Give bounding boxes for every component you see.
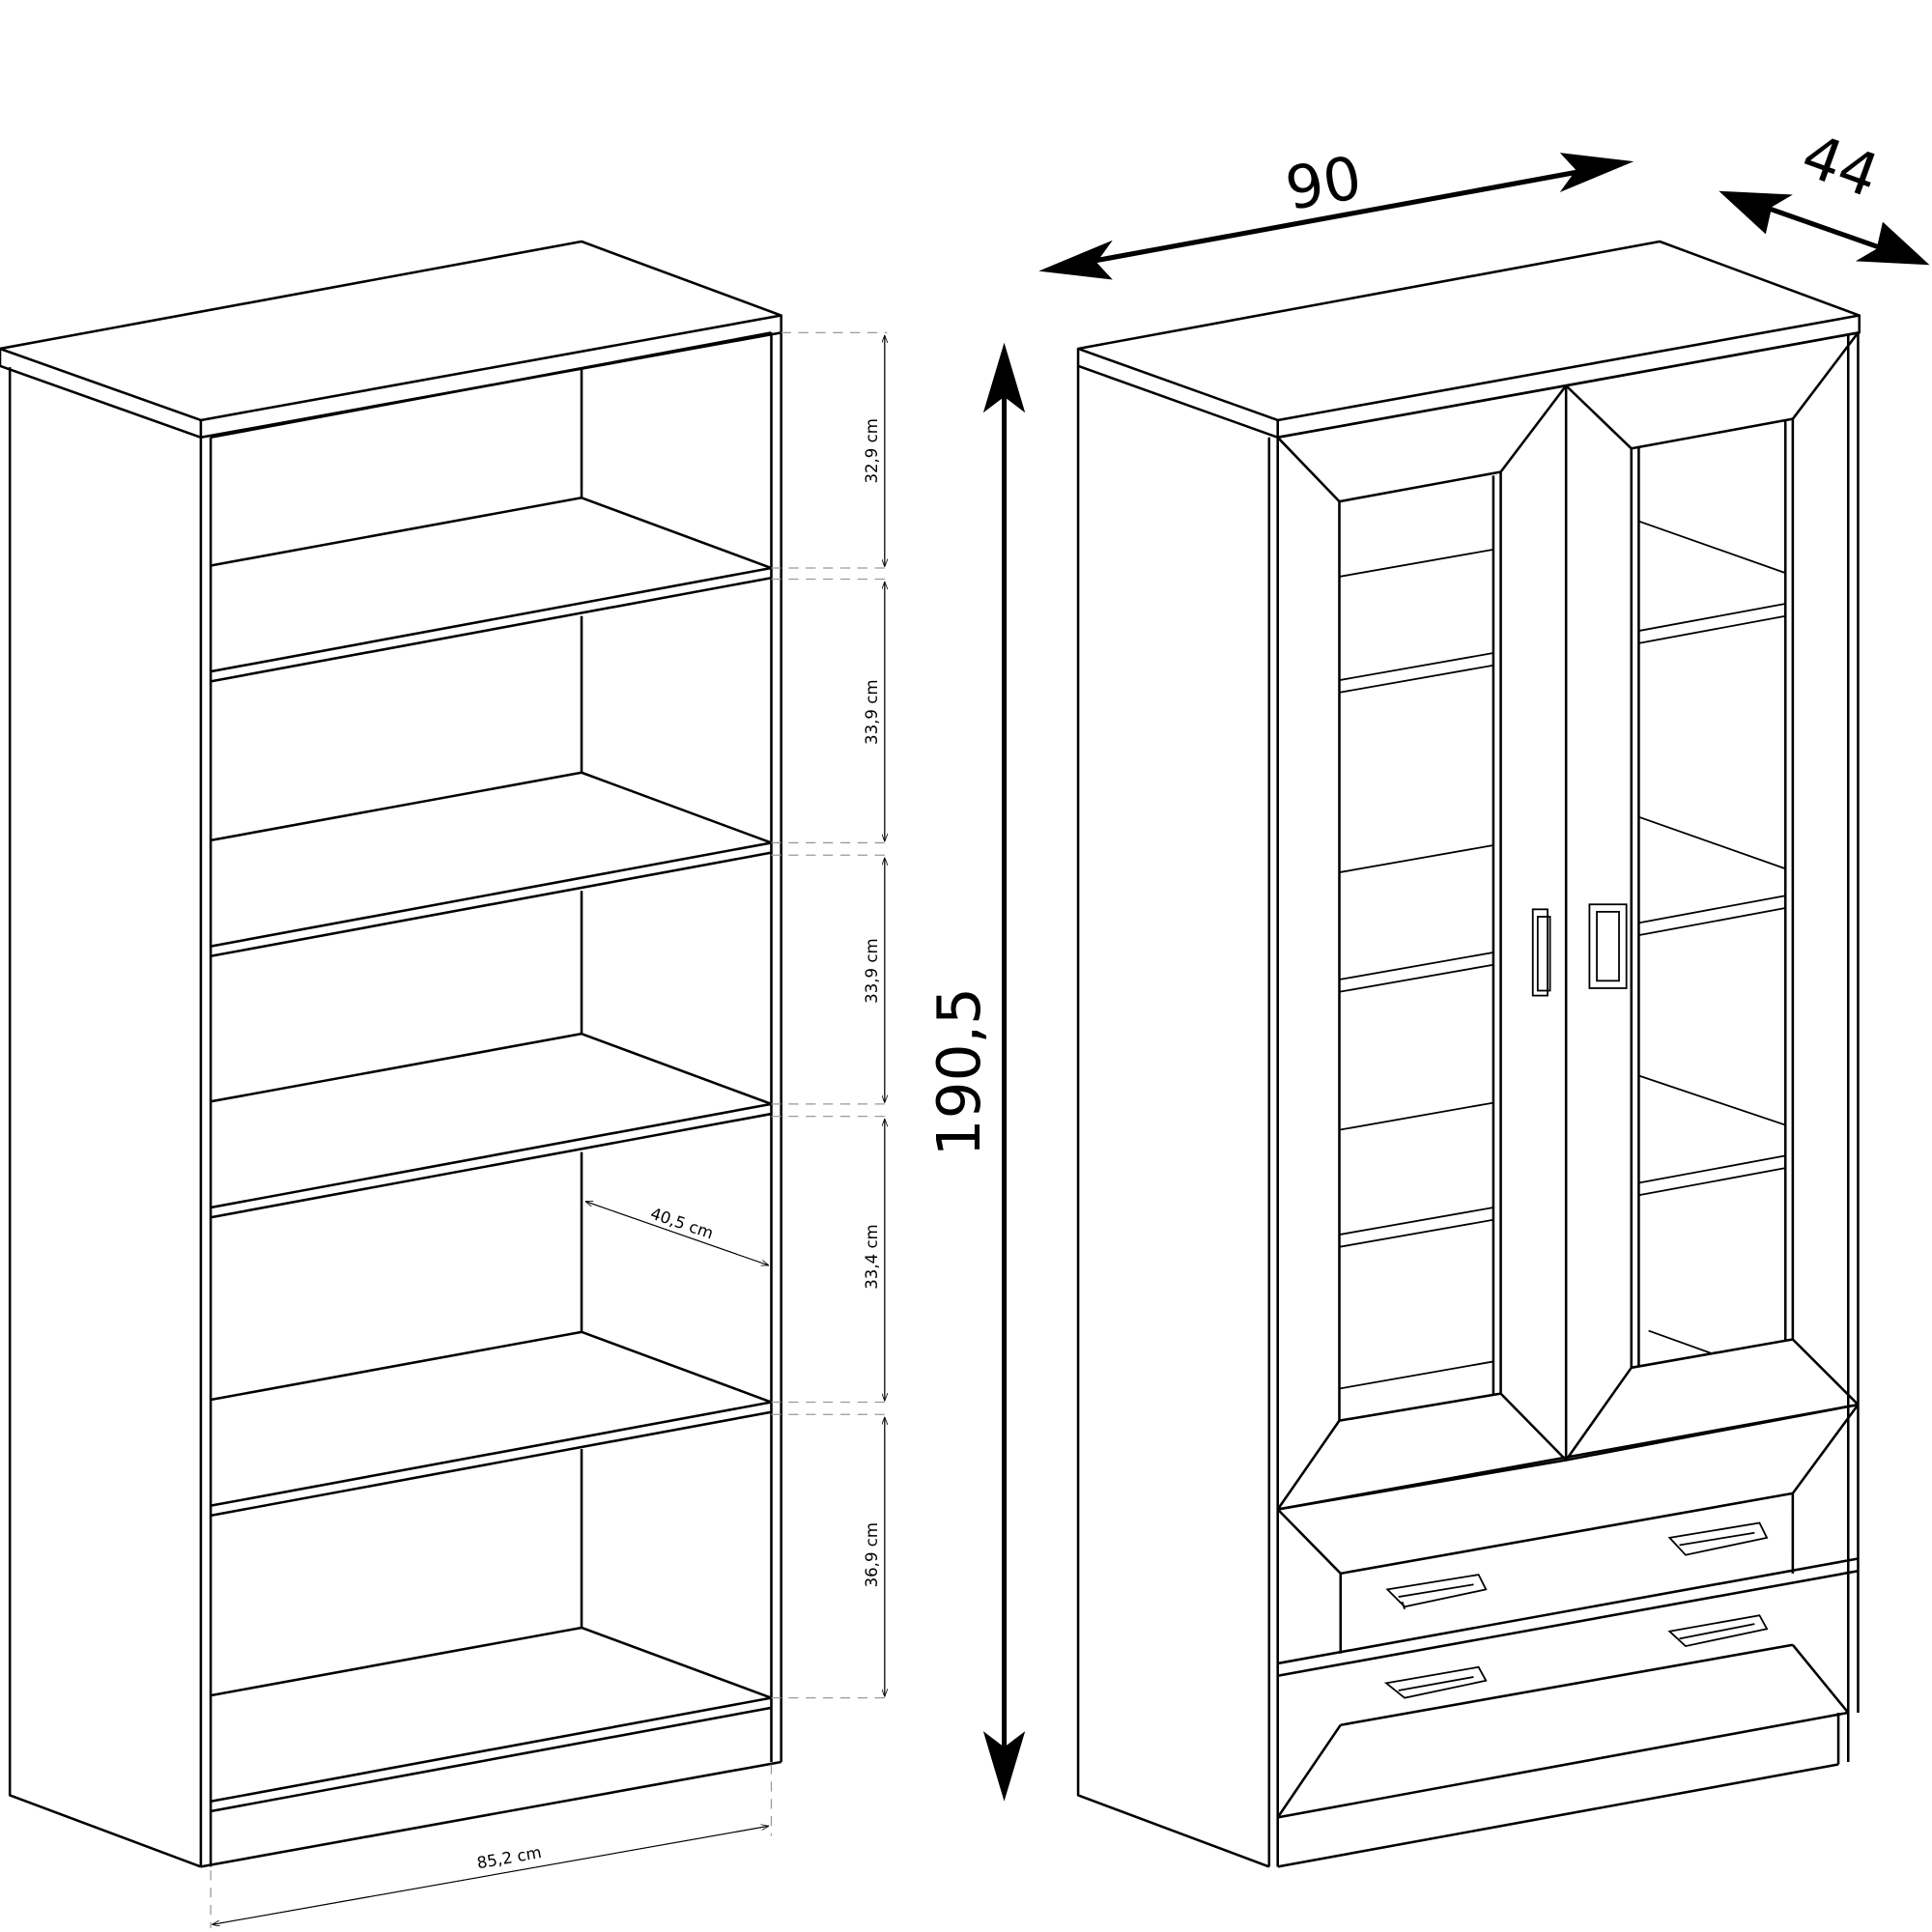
shelf-height-label-3: 33,9 cm [863,938,881,1003]
shelf-dimension-lines: 32,9 cm 33,9 cm 33,9 cm 33,4 cm 36,9 cm … [210,331,887,1929]
overall-width-dimension: 90 [1038,144,1634,280]
inner-depth-label: 40,5 cm [648,1205,716,1243]
glass-door-cabinet-drawing [1076,240,1861,1868]
drawer-handles [1383,1521,1769,1699]
shelf [210,1330,772,1518]
door-handle-right [1588,903,1628,989]
overall-height-dimension: 190,5 [925,342,1026,1802]
shelf [210,771,772,958]
shelf [210,1626,772,1699]
shelf [210,497,772,683]
height-label: 190,5 [925,987,994,1156]
shelf-height-label-5: 36,9 cm [863,1522,881,1587]
shelf-height-label-1: 32,9 cm [863,418,881,483]
shelf-height-label-2: 33,9 cm [863,680,881,745]
open-bookcase-drawing [0,240,782,1868]
shelf-height-label-4: 33,4 cm [863,1224,881,1289]
depth-label: 44 [1793,121,1887,211]
width-label: 90 [1281,144,1367,224]
overall-depth-dimension: 44 [1719,121,1930,266]
door-handle-left [1531,908,1551,997]
shelf [210,1032,772,1219]
